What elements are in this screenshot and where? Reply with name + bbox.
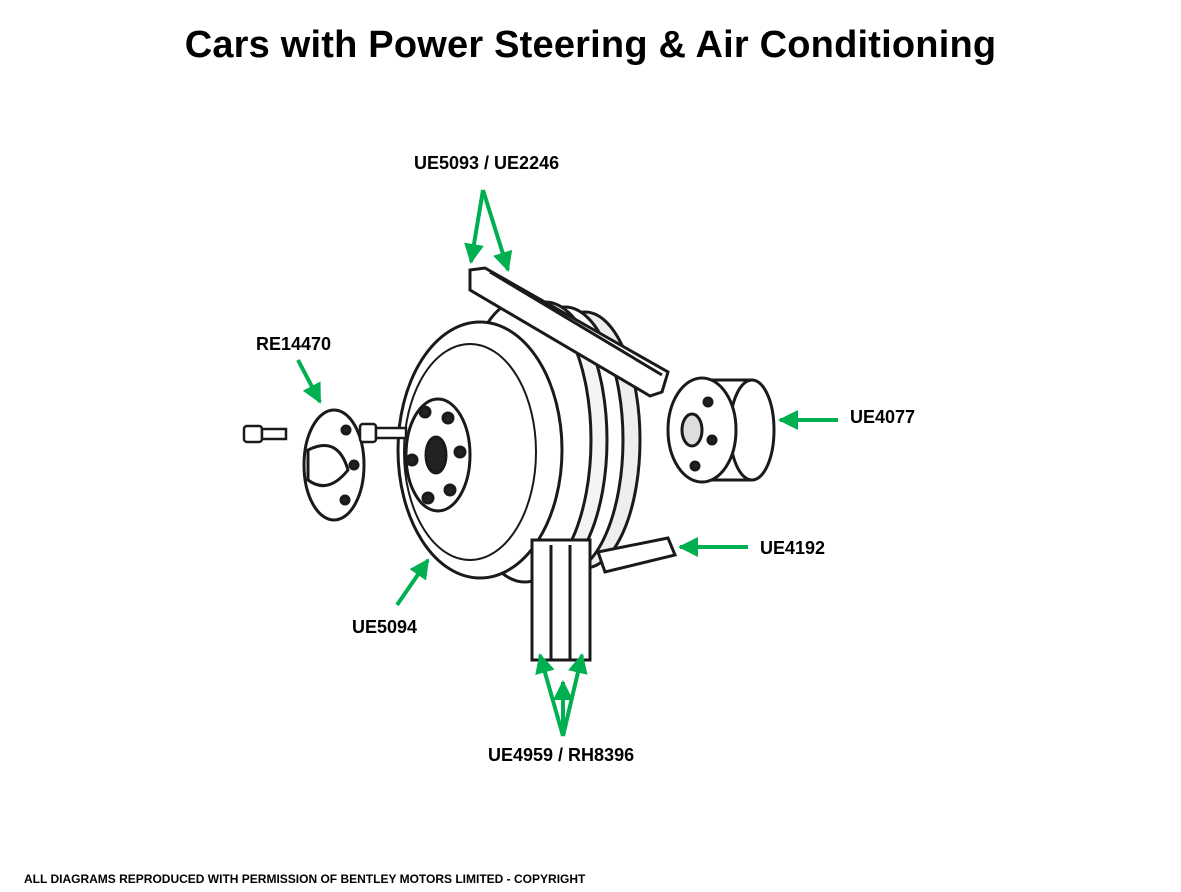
arrow-pulley: [395, 558, 430, 607]
bolt-plate-illustration: [302, 408, 366, 522]
copyright-footer: ALL DIAGRAMS REPRODUCED WITH PERMISSION …: [24, 872, 586, 886]
page-title: Cars with Power Steering & Air Condition…: [184, 24, 997, 66]
bottom-belts: [530, 538, 592, 662]
arrow-bolt-plate: [296, 359, 322, 404]
arrow-belts-top-left: [464, 189, 485, 264]
side-belt: [596, 536, 678, 574]
label-bolt-plate: RE14470: [256, 334, 332, 354]
label-pulley: UE5094: [352, 617, 418, 637]
label-side-belt: UE4192: [760, 538, 826, 558]
pulley-boss-illustration: [666, 376, 776, 484]
label-belts-bottom: UE4959 / RH8396: [488, 745, 635, 765]
top-belts: [468, 266, 670, 398]
pulley-illustration: [396, 296, 642, 584]
label-pulley-boss: UE4077: [850, 407, 916, 427]
arrow-belts-top-right: [481, 189, 513, 272]
arrow-belts-bottom-left: [535, 653, 565, 737]
bolts-illustration: [242, 422, 408, 444]
arrow-belts-bottom-right: [561, 653, 588, 737]
label-belts-top: UE5093 / UE2246: [414, 153, 560, 173]
